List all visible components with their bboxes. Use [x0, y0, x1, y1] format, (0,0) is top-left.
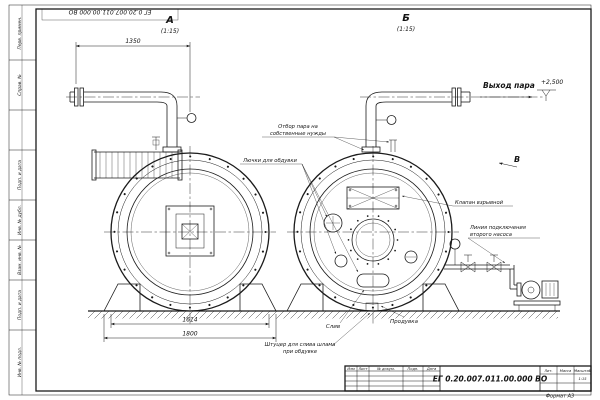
sheet-frame	[8, 4, 592, 396]
margin-label: Справ. №	[17, 74, 23, 96]
steam-pipe-a	[69, 87, 182, 153]
view-b: Б (1:15)	[286, 13, 561, 325]
margin-label: Инв. № дубл.	[17, 205, 23, 235]
steam-outlet-label: Выход пара	[483, 81, 535, 90]
steam-tap-line2: собственные нужды	[270, 131, 326, 137]
dim-1614: 1614	[182, 317, 197, 324]
vent-valve-a	[152, 136, 160, 150]
direction-b-label: В	[514, 155, 520, 164]
margin-label: Инв. № подл.	[17, 347, 23, 377]
doc-number: ЕГ 0.20.007.011.00.000 ВО	[433, 375, 548, 384]
level-mark: +2,500	[537, 79, 563, 101]
steam-tap-callout: Отбор пара на собственные нужды	[262, 124, 390, 151]
tb-scale-value: 1:15	[578, 377, 587, 381]
pressure-gauge-line	[449, 238, 461, 250]
margin-label: Подп. и дата	[17, 290, 23, 320]
vessel-a-door	[165, 205, 215, 257]
margin-label: Взам. инв. №	[17, 245, 23, 275]
margin-label: Подп. и дата	[17, 160, 23, 190]
annotations: Выход пара +2,500 В Отбор пара на собств…	[240, 79, 563, 355]
pump-line-callout: Линия подключения второго насоса	[467, 225, 540, 264]
view-a-label: А	[165, 15, 174, 26]
view-a-scale: (1:15)	[161, 28, 179, 35]
pipe-flange	[457, 87, 462, 107]
pressure-gauge-a	[177, 113, 197, 123]
doc-number-inverted: ЕГ 0.20.007.011.00.000 ВО	[68, 8, 151, 15]
hatches-label: Лючки для обдувки	[242, 158, 297, 164]
pipe-flange	[451, 87, 456, 107]
bolt-circle	[296, 155, 450, 309]
tap-nozzle	[389, 139, 397, 152]
pump-line-line2: второго насоса	[470, 232, 512, 238]
sludge-callout: Штуцер для слива шлама при обдувке	[265, 312, 371, 355]
pump-piping	[444, 238, 561, 311]
manhole	[347, 214, 399, 266]
explosion-valve	[346, 186, 400, 210]
ground	[88, 310, 560, 319]
drain-obround	[356, 273, 390, 288]
direction-b-mark: В	[498, 155, 520, 168]
title-block: Изм Лист № докум. Подп. Дата Лит. Масса …	[344, 365, 592, 400]
sludge-line2: при обдувке	[283, 349, 317, 355]
pipe-flange	[74, 87, 79, 107]
explosion-valve-callout: Клапан взрывной	[401, 195, 513, 207]
view-a: А (1:15)	[66, 15, 277, 325]
tb-lit: Лит.	[543, 369, 552, 373]
valve	[460, 254, 476, 273]
drain-label: Слив	[326, 324, 340, 330]
pump-line-line1: Линия подключения	[469, 225, 526, 231]
blowdown-label: Продувка	[390, 319, 419, 325]
dim-1800: 1800	[182, 331, 197, 338]
tb-col-data: Дата	[426, 367, 436, 371]
sludge-line1: Штуцер для слива шлама	[265, 342, 336, 348]
steam-tap-line1: Отбор пара на	[278, 124, 318, 130]
tb-col-podp: Подп.	[408, 367, 419, 371]
vessel-a-shell	[110, 152, 270, 312]
format-label: Формат А3	[546, 394, 574, 400]
blow-hatches	[323, 213, 418, 288]
blowdown-callout: Продувка	[380, 305, 419, 325]
steam-pipe-b	[361, 87, 471, 153]
tb-col-docnum: № докум.	[376, 367, 395, 371]
tb-col-list: Лист	[357, 367, 368, 371]
level-value: +2,500	[541, 79, 563, 86]
steam-outlet-callout: Выход пара +2,500	[480, 79, 563, 101]
pipe-flange	[79, 87, 84, 107]
tb-massa: Масса	[560, 369, 571, 373]
drain-callout: Слив	[326, 289, 365, 330]
inverted-doc-number: ЕГ 0.20.007.011.00.000 ВО	[41, 8, 179, 21]
view-b-scale: (1:15)	[397, 26, 415, 33]
bolt-circle	[113, 155, 267, 309]
pump	[513, 280, 561, 311]
economizer	[91, 149, 183, 181]
hatches-callout: Лючки для обдувки	[240, 158, 359, 273]
explosion-valve-label: Клапан взрывной	[455, 200, 504, 206]
dimensions: 1350 1614 1800	[75, 38, 277, 342]
view-b-label: Б	[402, 13, 410, 24]
margin-stamp: Перв. примен. Справ. № Подп. и дата Инв.…	[17, 17, 23, 378]
valve	[486, 254, 502, 273]
tb-masshtab: Масштаб	[574, 369, 592, 373]
margin-label: Перв. примен.	[17, 17, 23, 50]
tb-col-izm: Изм	[347, 367, 355, 371]
pressure-gauge-b	[376, 115, 397, 125]
dim-1350: 1350	[125, 38, 140, 45]
